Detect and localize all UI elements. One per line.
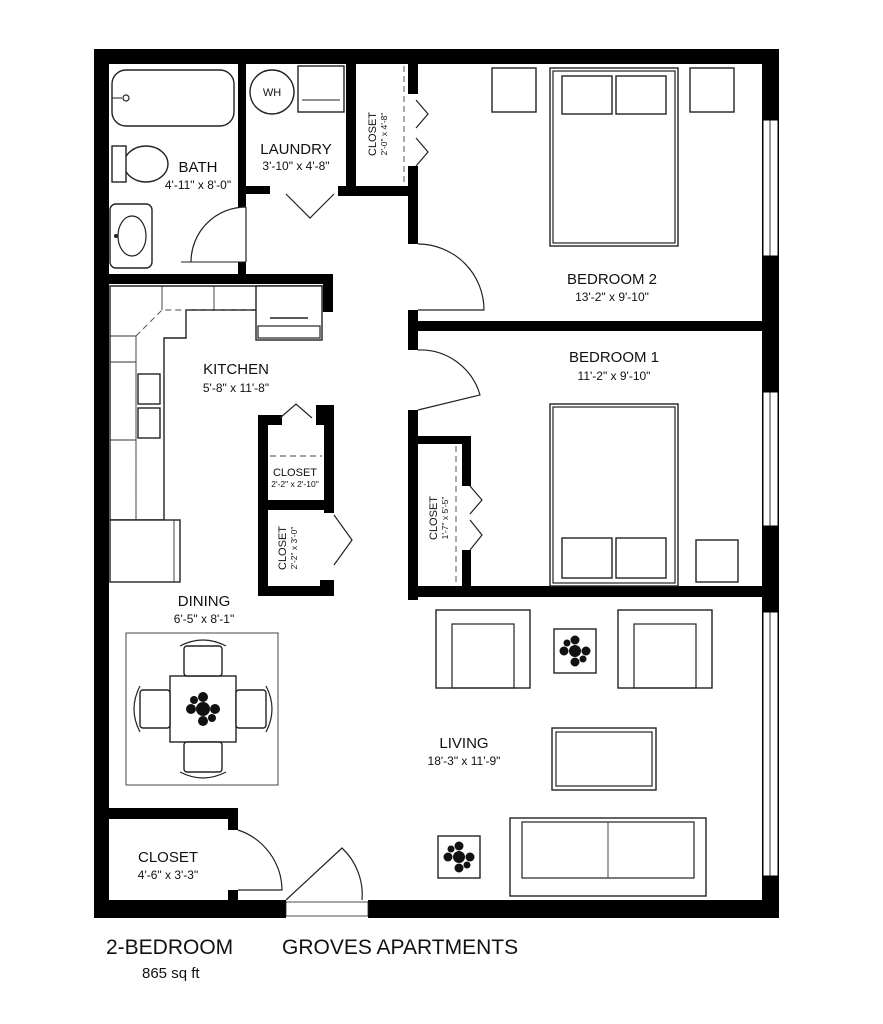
nightstand <box>491 67 537 113</box>
window-living <box>762 611 779 877</box>
wall-bedroom1-south <box>408 586 764 597</box>
wall-bedroom2-west <box>408 166 418 244</box>
centerpiece <box>186 692 220 726</box>
kitchen-counters <box>109 285 323 583</box>
title-block: 2-BEDROOM GROVES APARTMENTS 865 sq ft <box>106 936 518 982</box>
pillow <box>561 75 613 115</box>
laundry-fixtures: WH <box>249 65 345 115</box>
room-labels: BATH 4'-11" x 8'-0" LAUNDRY 3'-10" x 4'-… <box>138 112 659 882</box>
room-size-kitchen: 5'-8" x 11'-8" <box>203 381 269 395</box>
wall-laundry-closet <box>346 62 356 190</box>
toilet <box>123 145 169 183</box>
dining-chair <box>235 689 267 729</box>
wall-bath-laundry <box>238 62 246 207</box>
refrigerator <box>109 519 181 583</box>
room-size-closet-hall-lower: 2'-2" x 3'-0" <box>289 527 299 570</box>
room-label-bath: BATH <box>179 159 218 176</box>
room-label-laundry: LAUNDRY <box>260 141 331 158</box>
room-label-kitchen: KITCHEN <box>203 361 269 378</box>
bedroom2-furniture <box>491 67 735 247</box>
room-size-closet-entry: 4'-6" x 3'-3" <box>138 868 198 882</box>
square-footage: 865 sq ft <box>142 965 200 982</box>
room-size-bedroom2: 13'-2" x 9'-10" <box>575 290 649 304</box>
room-label-closet-bedroom1: CLOSET <box>428 496 440 540</box>
room-size-bedroom1: 11'-2" x 9'-10" <box>578 369 651 383</box>
armchair <box>617 609 713 689</box>
room-label-dining: DINING <box>178 593 231 610</box>
room-size-dining: 6'-5" x 8'-1" <box>174 612 234 626</box>
room-label-closet-hall-upper: CLOSET <box>273 467 317 479</box>
bath-fixtures <box>109 69 235 269</box>
front-door-threshold <box>285 901 369 917</box>
room-size-closet-hall-upper: 2'-2" x 2'-10" <box>271 479 319 489</box>
water-heater-label: WH <box>263 87 281 99</box>
stove <box>255 285 323 341</box>
south-wall-right <box>368 900 779 918</box>
dining-chair <box>183 645 223 677</box>
armchair <box>435 609 531 689</box>
wall-bedroom1-west <box>408 410 418 600</box>
room-size-living: 18'-3" x 11'-9" <box>428 754 501 768</box>
interior-walls <box>107 62 764 904</box>
pillow <box>561 537 613 579</box>
room-label-closet-bedroom2: CLOSET <box>367 112 379 156</box>
window-bedroom1 <box>762 391 779 527</box>
east-windows <box>762 119 779 877</box>
dining-chair <box>139 689 171 729</box>
north-wall <box>94 49 779 64</box>
dining-set <box>125 632 279 786</box>
dining-chair <box>183 741 223 773</box>
window-bedroom2 <box>762 119 779 257</box>
bathroom-sink <box>109 203 153 269</box>
room-size-laundry: 3'-10" x 4'-8" <box>262 159 329 173</box>
sink-basin-2 <box>137 407 161 439</box>
room-size-closet-bedroom1: 1'-7" x 5'-5" <box>440 497 450 540</box>
room-size-closet-bedroom2: 2'-0" x 4'-8" <box>379 113 389 156</box>
south-wall-left <box>94 900 286 918</box>
room-label-bedroom2: BEDROOM 2 <box>567 271 657 288</box>
wall-entry-closet <box>107 808 237 819</box>
room-size-bath: 4'-11" x 8'-0" <box>165 178 231 192</box>
doors <box>181 99 485 917</box>
west-wall <box>94 49 109 918</box>
nightstand <box>695 539 739 583</box>
room-label-living: LIVING <box>439 735 488 752</box>
coffee-table <box>551 727 657 791</box>
wall-kitchen-north <box>107 274 333 284</box>
pillow <box>615 75 667 115</box>
room-label-closet-hall-lower: CLOSET <box>277 526 289 570</box>
room-label-bedroom1: BEDROOM 1 <box>569 349 659 366</box>
nightstand <box>689 67 735 113</box>
complex-name: GROVES APARTMENTS <box>282 936 518 959</box>
living-furniture <box>435 609 713 897</box>
washer-dryer <box>297 65 345 113</box>
water-heater <box>249 69 295 115</box>
pillow <box>615 537 667 579</box>
plan-type-title: 2-BEDROOM <box>106 936 233 959</box>
wall-bedrooms <box>408 321 764 331</box>
bathtub <box>111 69 235 127</box>
room-label-closet-entry: CLOSET <box>138 849 198 866</box>
bedroom1-furniture <box>549 403 739 587</box>
sink-basin-1 <box>137 373 161 405</box>
dining-rug <box>125 632 279 786</box>
